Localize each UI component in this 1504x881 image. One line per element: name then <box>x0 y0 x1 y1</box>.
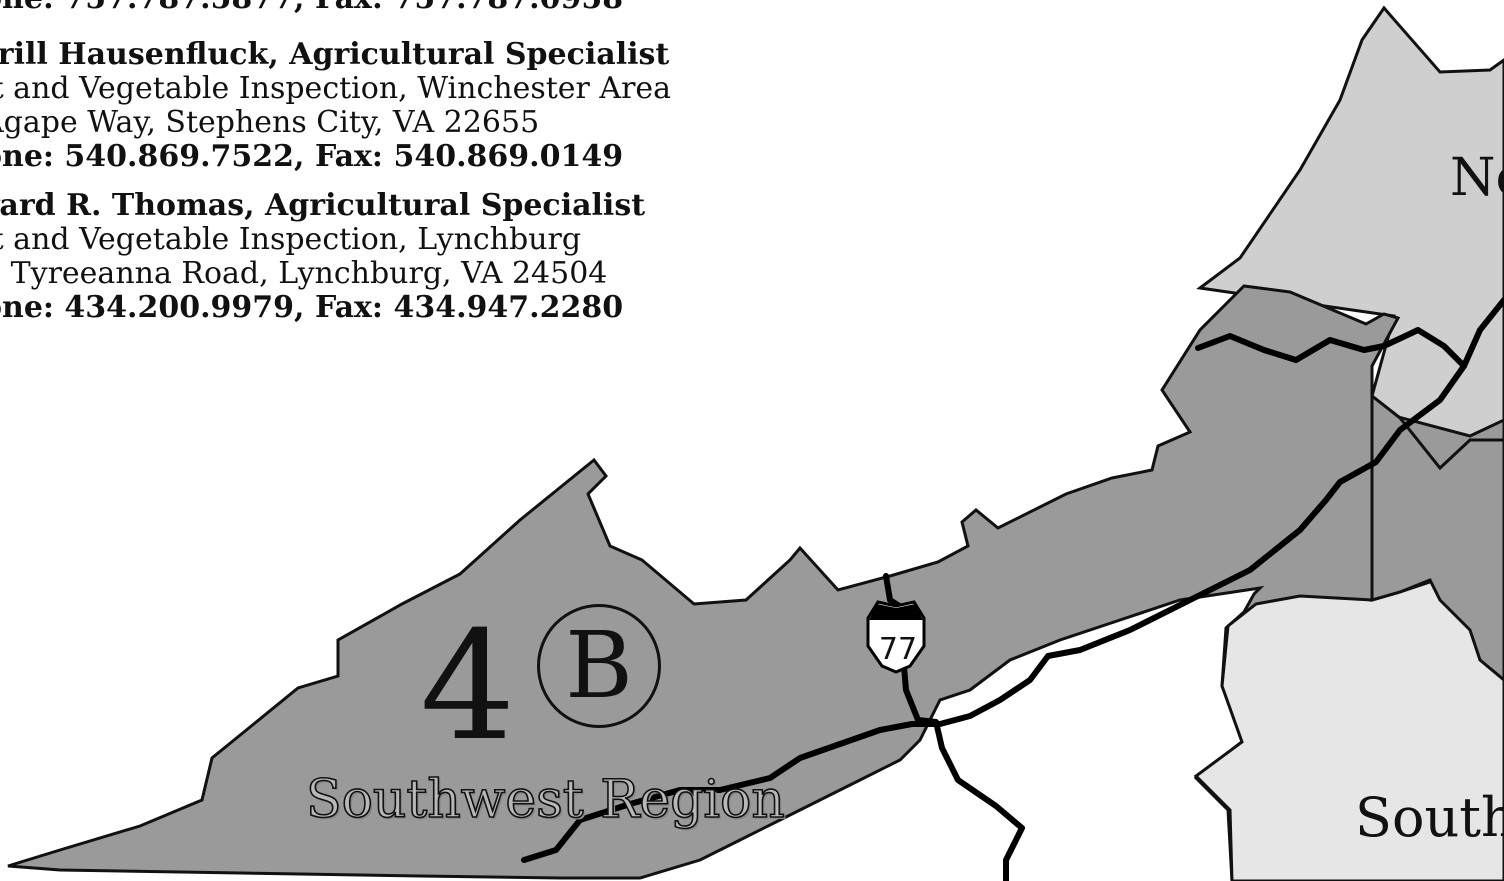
interstate-77-number: 77 <box>878 632 918 667</box>
central-east-area <box>1370 392 1504 682</box>
contact-name: rrill Hausenfluck, Agricultural Speciali… <box>0 37 670 72</box>
southwest-region-area <box>7 284 1504 881</box>
contact-name: vard R. Thomas, Agricultural Specialist <box>0 188 646 223</box>
contact-phone: one: 540.869.7522, Fax: 540.869.0149 <box>0 139 624 174</box>
south-region-label: South <box>1355 786 1504 849</box>
contact-phone: one: 434.200.9979, Fax: 434.947.2280 <box>0 290 624 325</box>
contact-phone: one: 757.787.5877, Fax: 757.787.0958 <box>0 0 623 16</box>
contact-detail: it and Vegetable Inspection, Lynchburg <box>0 222 582 257</box>
contact-detail: it and Vegetable Inspection, Winchester … <box>0 71 672 106</box>
region-code-number: 4 <box>420 600 516 774</box>
north-region-label: No <box>1450 148 1504 208</box>
southwest-region-label: Southwest Region <box>305 769 785 831</box>
contact-entry: vard R. Thomas, Agricultural Specialist … <box>0 189 645 325</box>
contact-entry: one: 757.787.5877, Fax: 757.787.0958 <box>0 0 623 16</box>
interstate-77-shield <box>866 600 926 674</box>
contact-address: Agape Way, Stephens City, VA 22655 <box>0 105 540 140</box>
region-code-letter: B <box>537 604 661 728</box>
contact-address: 2 Tyreeanna Road, Lynchburg, VA 24504 <box>0 256 608 291</box>
contact-entry: rrill Hausenfluck, Agricultural Speciali… <box>0 38 671 174</box>
